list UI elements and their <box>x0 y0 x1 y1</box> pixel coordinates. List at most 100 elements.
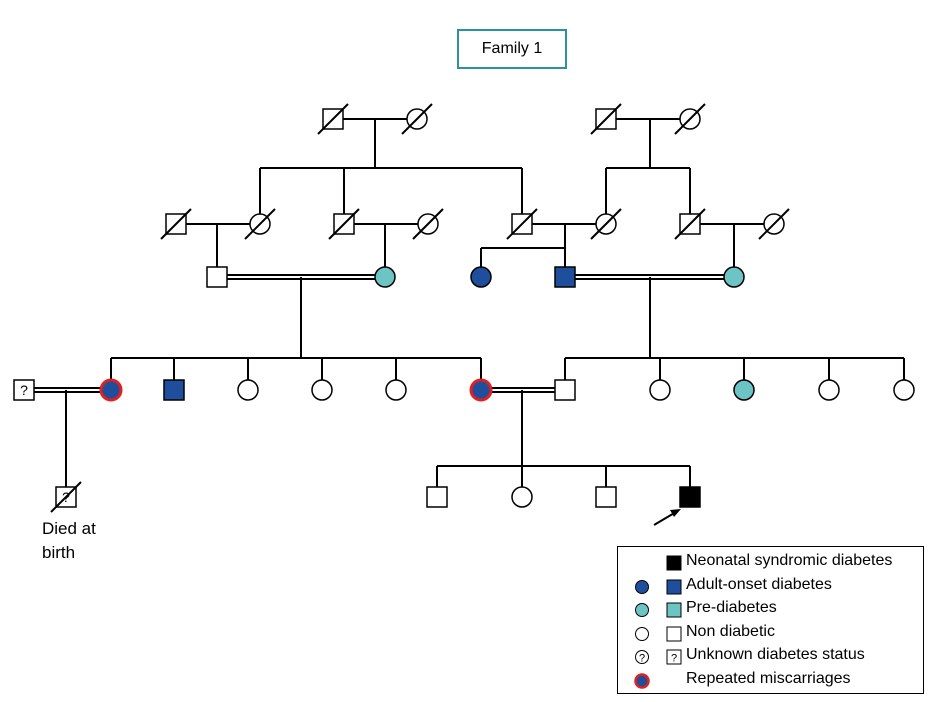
square-symbol <box>163 379 185 401</box>
deceased-slash <box>50 481 82 513</box>
unknown-mark: ? <box>20 382 28 398</box>
female-individual-g4j <box>733 379 755 401</box>
circle-symbol <box>511 486 533 508</box>
circle-symbol <box>733 379 755 401</box>
svg-text:?: ? <box>639 653 645 665</box>
female-individual-g3c <box>470 266 492 288</box>
male-individual-g3d <box>554 266 576 288</box>
circle-symbol <box>649 379 671 401</box>
died-at-birth-note: Died at birth <box>42 517 96 565</box>
female-individual-g4b <box>99 378 123 402</box>
deceased-slash <box>401 103 433 135</box>
female-individual-g4k <box>818 379 840 401</box>
male-individual-g2a <box>160 208 192 240</box>
male-individual-g1c <box>590 103 622 135</box>
legend-label: Neonatal syndromic diabetes <box>686 552 893 569</box>
circle-symbol <box>99 378 123 402</box>
circle-symbol <box>469 378 493 402</box>
male-individual-g3a <box>206 266 228 288</box>
legend-label: Unknown diabetes status <box>686 646 865 663</box>
legend-square-icon <box>666 626 682 641</box>
female-individual-g1b <box>401 103 433 135</box>
circle-symbol <box>723 266 745 288</box>
pedigree-lines <box>34 118 905 526</box>
circle-symbol <box>311 379 333 401</box>
legend-circle-icon <box>635 579 649 594</box>
deceased-slash <box>328 208 360 240</box>
female-individual-g5c <box>511 486 533 508</box>
square-symbol <box>13 379 35 401</box>
square-symbol <box>206 266 228 288</box>
female-individual-g4d <box>237 379 259 401</box>
female-individual-g2b <box>244 208 276 240</box>
deceased-slash <box>160 208 192 240</box>
pedigree-line <box>653 511 677 526</box>
male-individual-g5e <box>679 486 701 508</box>
family-title: Family 1 <box>457 29 567 69</box>
deceased-slash <box>317 103 349 135</box>
female-individual-g4i <box>649 379 671 401</box>
deceased-slash <box>590 208 622 240</box>
male-individual-g2c <box>328 208 360 240</box>
legend-square-icon <box>666 555 682 571</box>
legend-row: Repeated miscarriages <box>618 669 923 692</box>
legend-row: Neonatal syndromic diabetes <box>618 551 923 574</box>
female-individual-g4f <box>385 379 407 401</box>
female-individual-g2d <box>412 208 444 240</box>
male-individual-g2e <box>506 208 538 240</box>
deceased-slash <box>506 208 538 240</box>
female-individual-g4e <box>311 379 333 401</box>
legend-square-icon <box>666 602 682 618</box>
male-individual-g2g <box>674 208 706 240</box>
legend-label: Repeated miscarriages <box>686 669 851 687</box>
legend-label: Non diabetic <box>686 622 775 640</box>
circle-symbol <box>893 379 915 401</box>
male-individual-g5a: ? <box>50 481 82 513</box>
legend-circle-icon: ? <box>635 650 649 665</box>
deceased-slash <box>590 103 622 135</box>
male-individual-g4c <box>163 379 185 401</box>
female-individual-g4l <box>893 379 915 401</box>
legend-circle-icon <box>635 603 649 617</box>
circle-symbol <box>374 266 396 288</box>
female-individual-g2f <box>590 208 622 240</box>
legend-circle-icon <box>635 626 649 641</box>
legend-row: Pre-diabetes <box>618 598 923 621</box>
circle-symbol <box>470 266 492 288</box>
legend-row: Non diabetic <box>618 622 923 645</box>
male-individual-g4h <box>554 379 576 401</box>
female-individual-g4g <box>469 378 493 402</box>
legend-square-icon: ? <box>666 649 682 665</box>
pedigree-symbols: ?? <box>13 103 915 513</box>
female-individual-g1d <box>674 103 706 135</box>
note-line-1: Died at <box>42 519 96 538</box>
male-individual-g5b <box>426 486 448 508</box>
square-symbol <box>679 486 701 508</box>
female-individual-g2h <box>758 208 790 240</box>
deceased-slash <box>244 208 276 240</box>
circle-symbol <box>237 379 259 401</box>
female-individual-g3b <box>374 266 396 288</box>
legend-label: Pre-diabetes <box>686 599 777 616</box>
deceased-slash <box>412 208 444 240</box>
legend-square-icon <box>666 579 682 594</box>
legend-circle-icon <box>634 672 650 689</box>
square-symbol <box>554 266 576 288</box>
male-individual-g1a <box>317 103 349 135</box>
note-line-2: birth <box>42 543 76 562</box>
circle-symbol <box>818 379 840 401</box>
legend-label: Adult-onset diabetes <box>686 575 832 593</box>
deceased-slash <box>758 208 790 240</box>
square-symbol <box>426 486 448 508</box>
circle-symbol <box>385 379 407 401</box>
legend-row: ?? Unknown diabetes status <box>618 645 923 668</box>
female-individual-g3e <box>723 266 745 288</box>
square-symbol <box>595 486 617 508</box>
deceased-slash <box>674 103 706 135</box>
square-symbol <box>554 379 576 401</box>
svg-text:?: ? <box>671 653 677 665</box>
proband-arrow <box>670 509 681 517</box>
deceased-slash <box>674 208 706 240</box>
